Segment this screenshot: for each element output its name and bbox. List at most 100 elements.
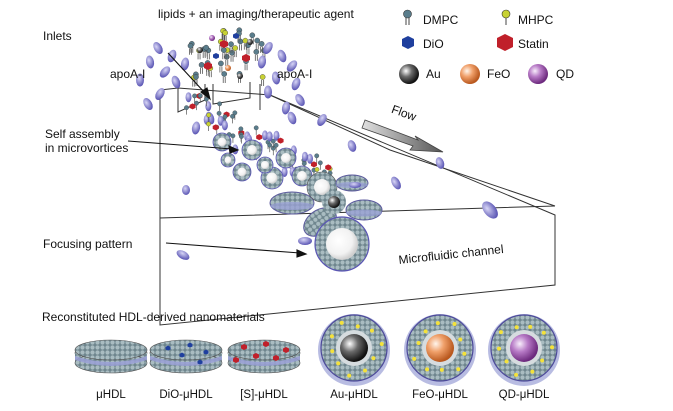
apoa-molecule (281, 101, 291, 115)
apoa-molecule (295, 94, 305, 106)
inlets-label: Inlets (43, 29, 72, 43)
lipid-molecule (237, 38, 244, 51)
statin-molecule (256, 134, 263, 141)
lipid-molecule (232, 45, 239, 58)
focusing-particles (176, 140, 498, 272)
legend-label-dmpc: DMPC (423, 13, 459, 27)
statin-molecule (242, 54, 250, 62)
apoa-right-label: apoA-I (277, 67, 313, 81)
statin-molecule (204, 62, 212, 70)
statin-molecule (325, 164, 332, 171)
dmpc-lipid-icon (403, 9, 412, 25)
mhpc-lipid-icon (501, 9, 511, 25)
apoa-molecule (143, 98, 153, 110)
statin-hexagon-icon (497, 34, 513, 51)
forming-particle (232, 162, 252, 182)
legend-label-au: Au (426, 67, 441, 81)
lipid-molecule (258, 41, 265, 53)
lipid-molecule (221, 71, 228, 83)
lipid-molecule (203, 44, 209, 57)
nanomaterials-row (74, 314, 560, 386)
lipid-molecule (228, 41, 234, 54)
lipid-molecule (187, 42, 194, 55)
lipid-molecule (314, 153, 320, 163)
apoa-molecule (273, 130, 280, 141)
nano-label-dio-uhdl: DiO-μHDL (159, 389, 213, 401)
lipid-molecule (270, 138, 276, 149)
apoa-molecule (264, 85, 272, 99)
apoa-molecule (277, 49, 287, 63)
legend-label-mhpc: MHPC (518, 13, 554, 27)
apoa-molecule (301, 151, 308, 162)
apoa-molecule (257, 55, 267, 69)
reconstituted-label: Reconstituted HDL-derived nanomaterials (42, 310, 265, 324)
lipid-molecule (232, 110, 238, 120)
lipid-molecule (273, 142, 279, 153)
lipid-molecule (222, 30, 228, 42)
apoa-molecule (136, 73, 144, 87)
apoa-molecule (261, 130, 268, 141)
lipid-molecule (206, 112, 212, 123)
flow-arrow-icon (361, 119, 444, 153)
apoa-molecule (317, 114, 327, 126)
au-sphere-icon (399, 64, 419, 84)
apoa-molecule (286, 60, 298, 72)
lipid-molecule (217, 101, 222, 111)
lipid-molecule (197, 93, 203, 103)
self-assembly-line2: in microvortices (45, 140, 129, 155)
lipid-molecule (198, 62, 205, 74)
forming-particle (291, 165, 313, 187)
nanomaterial-1 (74, 339, 148, 374)
forming-particle (212, 132, 232, 152)
legend-label-qd: QD (556, 67, 574, 81)
legend-label-dio: DiO (423, 37, 444, 51)
nano-label-feo-uhdl: FeO-μHDL (412, 389, 468, 401)
self-assembly-line1: Self assembly (45, 127, 120, 141)
apoa-molecule (281, 167, 288, 178)
statin-molecule (212, 124, 219, 131)
apoa-ellipses (136, 42, 327, 135)
lipid-cluster (187, 27, 267, 87)
apoa-molecule (205, 101, 212, 112)
lipid-molecule (317, 160, 323, 170)
lipid-molecule (218, 60, 224, 73)
nanomaterial-2 (149, 339, 223, 374)
apoa-molecule (291, 77, 301, 91)
legend-icons (399, 9, 548, 84)
apoa-molecule (185, 92, 192, 103)
apoa-molecule (287, 111, 297, 125)
statin-molecule (310, 161, 317, 168)
apoa-molecule (263, 42, 273, 54)
nano-label-s-uhdl: [S]-μHDL (240, 389, 288, 401)
nanomaterial-3 (227, 339, 301, 374)
forming-particle (241, 139, 263, 161)
nanomaterial-4 (318, 314, 390, 386)
lipid-molecule (230, 113, 235, 124)
apoa-molecule (191, 121, 201, 135)
forming-particle (256, 156, 274, 174)
lipid-molecule (253, 49, 260, 61)
lipid-molecule (239, 134, 244, 144)
lipid-molecule (192, 93, 197, 103)
apoa-molecule (155, 88, 165, 100)
dio-molecule (213, 53, 219, 59)
statin-molecule (220, 40, 228, 48)
nano-label-au-uhdl: Au-μHDL (330, 389, 378, 401)
lipid-molecule (194, 100, 199, 111)
apoa-molecule (271, 71, 281, 85)
lipid-molecule (259, 74, 266, 86)
dio-hexagon-icon (402, 36, 414, 49)
lipid-molecule (238, 126, 244, 136)
pointer-lines (127, 52, 308, 258)
lipid-molecule (254, 37, 261, 50)
lipid-molecule (184, 105, 189, 115)
statin-molecule (189, 103, 196, 110)
apoa-molecule (171, 75, 181, 89)
apoa-molecule (306, 153, 313, 164)
qd-sphere-icon (528, 64, 548, 84)
apoa-molecule (180, 57, 190, 71)
dio-molecule (233, 33, 239, 39)
lipid-molecule (267, 142, 273, 153)
